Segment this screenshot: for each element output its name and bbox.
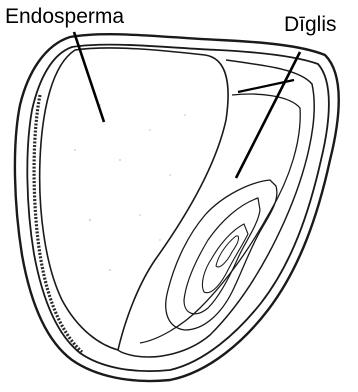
embryo-label: Dīglis — [284, 14, 337, 35]
embryo-axis-outer — [166, 180, 277, 330]
embryo-contour — [140, 94, 300, 343]
embryo-axis-core — [216, 236, 239, 267]
embryo-leader-line-2 — [238, 80, 294, 92]
endosperm-label: Endosperma — [5, 6, 124, 27]
endosperm-outline — [40, 48, 228, 350]
embryo-boundary — [118, 60, 314, 357]
endosperm-texture — [74, 104, 186, 271]
embryo-leader-line-1 — [236, 52, 300, 178]
seed-coat-inner — [27, 45, 329, 371]
